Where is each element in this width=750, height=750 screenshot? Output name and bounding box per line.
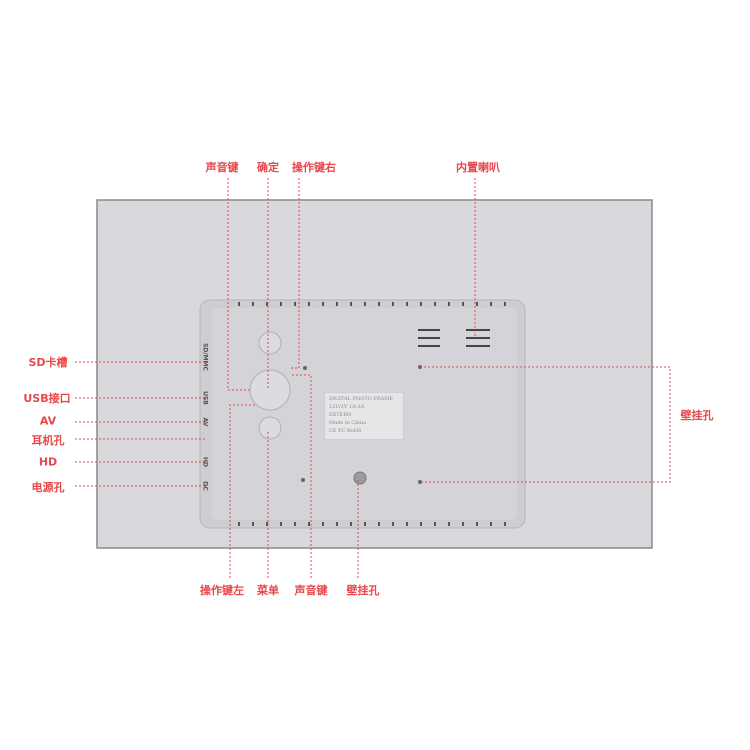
vent-slot <box>364 302 366 306</box>
vent-slot <box>392 302 394 306</box>
menu-button[interactable] <box>258 416 282 440</box>
vent-slot <box>448 302 450 306</box>
vent-slot <box>490 302 492 306</box>
label-confirm: 确定 <box>257 161 279 174</box>
vent-slot <box>350 302 352 306</box>
rating-plate: DIGITAL PHOTO FRAME 12V/1V 1A-3A EXTERN … <box>324 392 404 440</box>
vent-slot <box>322 302 324 306</box>
confirm-button[interactable] <box>249 369 291 411</box>
wall-mount-hole <box>353 471 367 485</box>
callout-lines <box>75 178 671 578</box>
port-mark-sd: SD/MMC <box>201 343 209 371</box>
plate-title: DIGITAL PHOTO FRAME <box>329 396 393 402</box>
plate-certs: CE FC RoHS <box>329 428 362 434</box>
vent-slot <box>504 522 506 526</box>
vent-slot <box>420 302 422 306</box>
vent-slot <box>280 302 282 306</box>
label-nav-right: 操作键右 <box>292 161 336 174</box>
vent-slot <box>266 302 268 306</box>
vent-slot <box>462 522 464 526</box>
label-wall-hole-right: 壁挂孔 <box>680 409 714 422</box>
vent-slot <box>266 522 268 526</box>
vent-slot <box>280 522 282 526</box>
vent-slot <box>238 302 240 306</box>
vent-slot <box>238 522 240 526</box>
vent-slots <box>238 302 506 526</box>
label-av: AV <box>39 414 57 428</box>
label-sd-slot: SD卡槽 <box>28 356 68 369</box>
port-mark-hd: HD <box>201 456 209 468</box>
volume-button[interactable] <box>258 331 282 355</box>
label-menu: 菜单 <box>257 584 279 597</box>
vent-slot <box>364 522 366 526</box>
vent-slot <box>308 522 310 526</box>
label-power: 电源孔 <box>31 481 65 494</box>
label-wall-hole-bottom: 壁挂孔 <box>346 584 380 597</box>
vent-slot <box>392 522 394 526</box>
vent-slot <box>294 522 296 526</box>
vent-slot <box>336 302 338 306</box>
vent-slot <box>476 522 478 526</box>
label-volume-key-bottom: 声音键 <box>294 584 328 597</box>
vent-slot <box>336 522 338 526</box>
vent-slot <box>406 302 408 306</box>
plate-extern: EXTERN <box>329 412 352 418</box>
port-mark-av: AV <box>201 417 209 427</box>
vent-slot <box>476 302 478 306</box>
vent-slot <box>308 302 310 306</box>
label-earphone: 耳机孔 <box>31 434 65 447</box>
vent-slot <box>434 302 436 306</box>
port-mark-dc: DC <box>201 481 209 491</box>
plate-origin: Made in China <box>329 420 367 426</box>
vent-slot <box>406 522 408 526</box>
vent-slot <box>378 302 380 306</box>
vent-slot <box>420 522 422 526</box>
label-hd: HD <box>38 455 58 469</box>
vent-slot <box>350 522 352 526</box>
plate-rating: 12V/1V 1A-3A <box>329 404 365 410</box>
label-speaker: 内置喇叭 <box>456 161 500 174</box>
label-nav-left: 操作键左 <box>200 584 244 597</box>
vent-slot <box>490 522 492 526</box>
vent-slot <box>462 302 464 306</box>
vent-slot <box>504 302 506 306</box>
label-volume-key-top: 声音键 <box>205 161 239 174</box>
label-usb: USB接口 <box>23 392 71 405</box>
vent-slot <box>252 522 254 526</box>
port-mark-usb: USB <box>201 391 209 405</box>
vent-slot <box>434 522 436 526</box>
vent-slot <box>378 522 380 526</box>
vent-slot <box>294 302 296 306</box>
vent-slot <box>322 522 324 526</box>
vent-slot <box>252 302 254 306</box>
vent-slot <box>448 522 450 526</box>
speaker-grille <box>418 329 490 347</box>
